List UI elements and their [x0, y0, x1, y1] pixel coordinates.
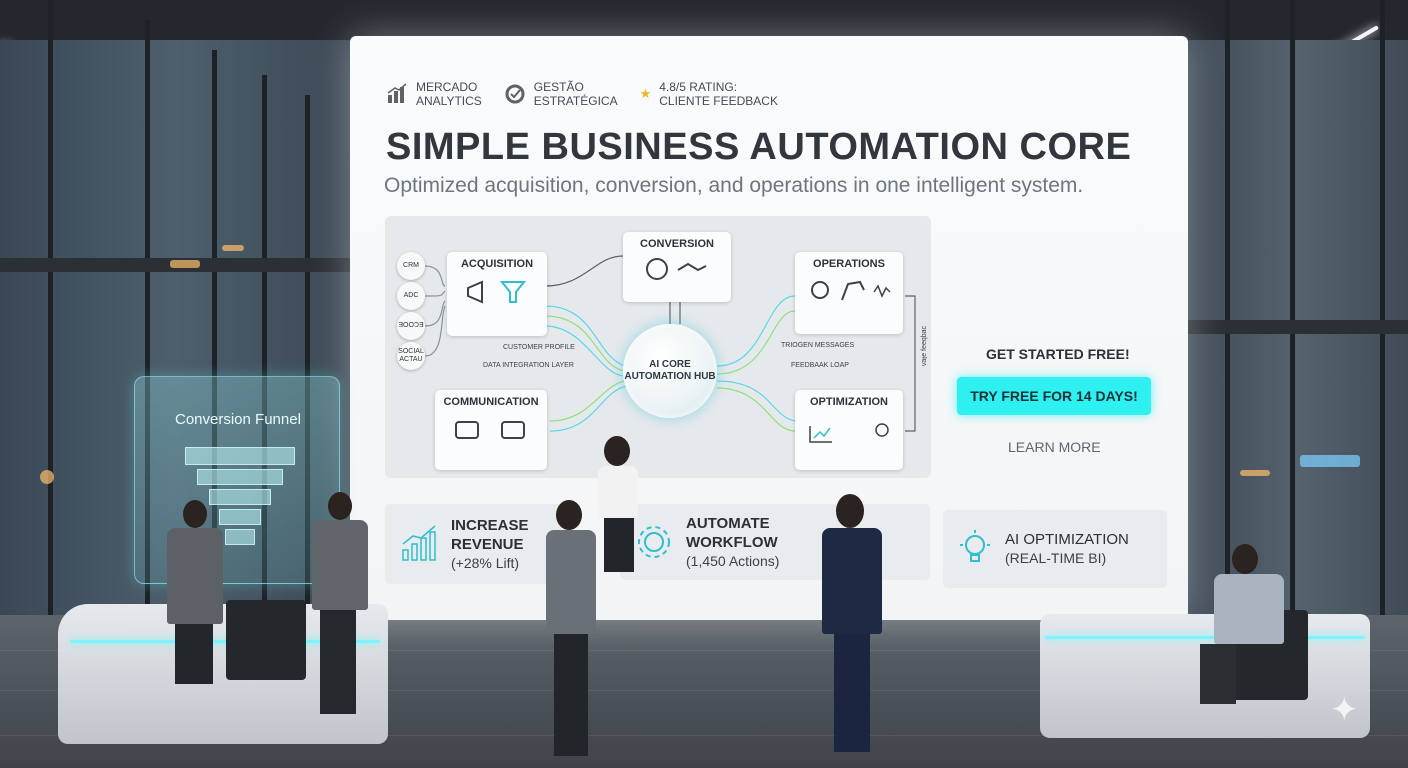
window-frame: [305, 95, 310, 615]
right-glass-wall: [1188, 40, 1408, 640]
flow-label: CUSTOMER PROFILE: [503, 344, 575, 351]
floor-line: [0, 735, 1408, 736]
node-optimization: OPTIMIZATION: [795, 390, 903, 470]
gear-robot-icon: [811, 280, 891, 301]
feature-title: INCREASE: [451, 516, 529, 534]
node-title: ACQUISITION: [460, 258, 534, 270]
city-light: [222, 245, 244, 251]
bar-chart-icon: [387, 83, 407, 103]
node-title: CONVERSION: [640, 238, 714, 250]
gear-icon: [638, 526, 670, 558]
feature-metric: (REAL-TIME BI): [1005, 550, 1107, 566]
node-title: COMMUNICATION: [443, 396, 539, 408]
window-frame: [48, 0, 53, 640]
city-light: [170, 260, 200, 268]
gauge-icon: [505, 84, 525, 104]
source-google: ƎOOƆƎ: [397, 312, 425, 340]
node-communication: COMMUNICATION: [435, 390, 547, 470]
ai-core-hub: AI CORE AUTOMATION HUB: [623, 324, 717, 418]
learn-more-link[interactable]: LEARN MORE: [1008, 439, 1101, 455]
automation-diagram: CRM ADC ƎOOƆƎ SOCIAL ACTAU ACQUISITION C…: [385, 216, 931, 478]
feature-title: AUTOMATE: [686, 514, 770, 532]
floor-beam: [1188, 320, 1408, 334]
window-frame: [262, 75, 267, 615]
brand-line: ESTRATÉGICA: [533, 94, 618, 108]
node-title: OPERATIONS: [813, 258, 885, 270]
desk-light-strip: [1045, 636, 1365, 639]
city-light: [1300, 455, 1360, 467]
feature-automate-workflow: AUTOMATE WORKFLOW (1,450 Actions): [620, 504, 930, 580]
brand-line: ANALYTICS: [416, 94, 482, 108]
hologram-panel: Conversion Funnel: [134, 376, 340, 584]
source-adc: ADC: [397, 282, 425, 310]
funnel-stage: [197, 469, 283, 485]
sparkle-icon: ✦: [1330, 691, 1359, 729]
page-title: SIMPLE BUSINESS AUTOMATION CORE: [386, 126, 1132, 168]
lightbulb-icon: [960, 530, 990, 562]
city-light: [40, 470, 54, 484]
node-acquisition: ACQUISITION: [447, 252, 547, 336]
flow-lines: [424, 255, 916, 432]
flow-label: DATA INTEGRATION LAYER: [483, 362, 574, 369]
source-social: SOCIAL ACTAU: [397, 342, 425, 370]
office-chair: [226, 600, 306, 680]
hologram-title: Conversion Funnel: [175, 411, 301, 428]
feature-metric: (+28% Lift): [451, 554, 520, 571]
floor-line: [0, 690, 1408, 691]
feature-title: AI OPTIMIZATION: [1005, 531, 1129, 548]
brand-line: GESTÃO: [533, 80, 584, 94]
feature-title: REVENUE: [451, 535, 524, 553]
funnel-stage: [185, 447, 295, 465]
feature-title: WORKFLOW: [686, 533, 778, 551]
rating-value: 4.8/5 RATING:: [659, 80, 738, 94]
brand-line: MERCADO: [416, 80, 478, 94]
funnel-stage: [209, 489, 271, 505]
flow-label: TRIOGEN MESSAGES: [781, 342, 855, 349]
funnel-stage: [225, 529, 255, 545]
window-frame: [212, 50, 217, 620]
chat-bubbles-icon: [455, 421, 525, 439]
window-frame: [145, 20, 150, 630]
feature-increase-revenue: INCREASE REVENUE (+28% Lift): [385, 504, 565, 584]
analytics-bulb-icon: [809, 423, 889, 443]
node-title: OPTIMIZATION: [809, 396, 888, 408]
handshake-icon: [646, 258, 707, 280]
megaphone-icon: [467, 280, 527, 304]
source-crm: CRM: [397, 252, 425, 280]
funnel-stage: [219, 509, 261, 525]
node-conversion: CONVERSION: [623, 232, 731, 302]
feature-ai-optimization: AI OPTIMIZATION (REAL-TIME BI): [943, 510, 1167, 588]
growth-chart-icon: [402, 525, 436, 561]
cta-title: GET STARTED FREE!: [986, 346, 1130, 362]
desk-light-strip: [70, 640, 380, 643]
node-operations: OPERATIONS: [795, 252, 903, 334]
brand-rating: ★ 4.8/5 RATING:CLIENTE FEEDBACK: [640, 80, 778, 108]
rating-label: CLIENTE FEEDBACK: [659, 94, 778, 108]
flow-label: FEEDBAAK LOAP: [791, 362, 849, 369]
page-subtitle: Optimized acquisition, conversion, and o…: [384, 174, 1084, 197]
city-light: [1240, 470, 1270, 476]
try-free-button[interactable]: TRY FREE FOR 14 DAYS!: [957, 377, 1151, 415]
flow-label-vertical: ɔɐqbǝǝɟ ǝʇɐʌ: [920, 326, 927, 367]
floor-line: [0, 650, 1408, 651]
left-glass-wall: [0, 40, 350, 620]
star-icon: ★: [639, 86, 652, 101]
feature-metric: (1,450 Actions): [686, 552, 780, 569]
